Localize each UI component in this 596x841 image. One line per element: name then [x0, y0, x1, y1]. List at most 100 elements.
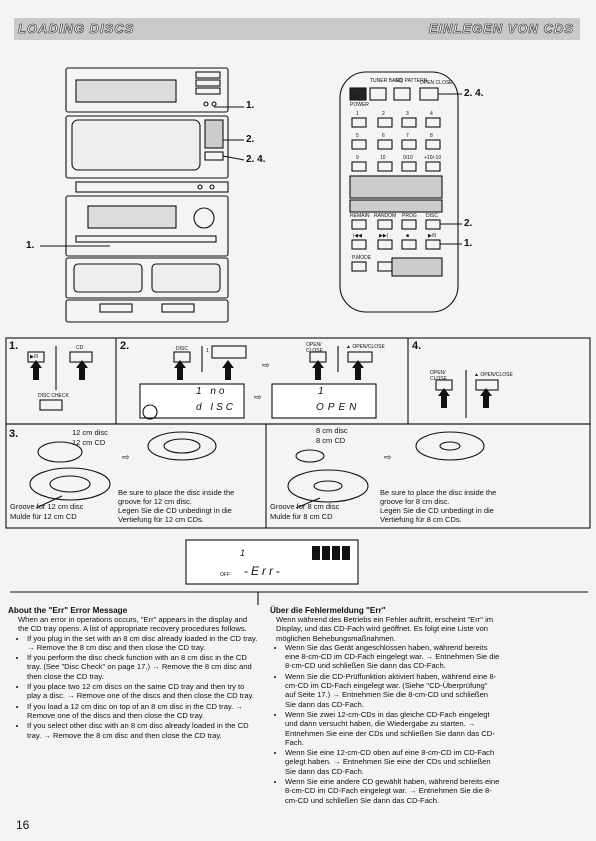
remote-label-remain: REMAIN	[350, 213, 370, 219]
step-2-lcd2-top: 1	[318, 386, 324, 397]
remote-key-7: 7	[406, 133, 409, 139]
step-2-arrow-1: ⇨	[262, 360, 270, 370]
english-section: About the "Err" Error Message When an er…	[8, 606, 258, 741]
remote-key-8: 8	[430, 133, 433, 139]
remote-key-3: 3	[406, 111, 409, 117]
step-2-lcd2-bottom: OPEN	[316, 402, 361, 413]
step-4-open-close: OPEN/ CLOSE	[430, 370, 447, 382]
step-2-arrow-2: ⇨	[254, 392, 262, 402]
step-2-number: 2.	[120, 340, 130, 352]
page-number: 16	[16, 818, 30, 832]
note-8-line-4: Vertiefung für 8 cm CDs.	[380, 515, 462, 524]
step-1-cd-label: CD	[76, 345, 84, 351]
step-2-open-close-btn: ▲ OPEN/CLOSE	[346, 344, 385, 350]
groove-12-label: Groove for 12 cm disc	[10, 502, 84, 511]
groove-12-label-de: Mulde für 12 cm CD	[10, 512, 77, 521]
step-2-lcd1-bottom: d ISC	[196, 402, 237, 413]
callout-stack-2: 2.	[246, 134, 255, 145]
note-8-line-2: groove for 8 cm disc.	[380, 497, 450, 506]
header-bar	[14, 18, 580, 40]
step-3-number: 3.	[9, 428, 19, 440]
note-8-line-1: Be sure to place the disc inside the	[380, 488, 497, 497]
remote-label-stop: ■	[406, 233, 410, 239]
note-12-line-3: Legen Sie die CD unbedingt in die	[118, 506, 232, 515]
remote-key-2: 2	[382, 111, 385, 117]
step-4-open-close-btn: ▲ OPEN/CLOSE	[474, 372, 513, 378]
remote-label-random: RANDOM	[374, 213, 397, 219]
remote-label-prog: PROG	[402, 213, 417, 219]
german-item: Wenn Sie eine 12-cm-CD oben auf eine 8-c…	[285, 748, 500, 776]
note-8-line-3: Legen Sie die CD unbedingt in die	[380, 506, 494, 515]
step-2-open-close: OPEN/ CLOSE	[306, 342, 323, 354]
german-body: Wenn während des Betriebs ein Fehler auf…	[270, 615, 500, 805]
remote-label-prev: |◀◀	[353, 233, 362, 239]
english-item: If you place two 12 cm discs on the same…	[27, 682, 258, 701]
callout-remote-1: 1.	[464, 238, 473, 249]
disc-12cm	[37, 441, 83, 463]
remote-label-next: ▶▶|	[379, 233, 388, 239]
step-3-arrow-2: ⇨	[384, 452, 392, 462]
remote-key-5: 5	[356, 133, 359, 139]
english-item: If you perform the disc check function w…	[27, 653, 258, 681]
step-2-lcd1-top: 1 no	[196, 386, 228, 397]
remote-body	[339, 71, 459, 313]
remote-key-grid	[351, 117, 441, 172]
english-title: About the "Err" Error Message	[8, 606, 128, 615]
disc-12-label: 12 cm disc	[72, 428, 108, 437]
step-3-arrow-1: ⇨	[122, 452, 130, 462]
remote-label-play: ▶/II	[428, 233, 437, 239]
step-2-disc-label: DISC	[176, 346, 188, 352]
remote-label-pmode: P.MODE	[352, 255, 372, 261]
callout-remote-2: 2.	[464, 218, 473, 229]
german-item: Wenn Sie eine andere CD gewählt haben, w…	[285, 777, 500, 805]
disc-12-cd-label: 12 cm CD	[72, 438, 106, 447]
remote-key-1: 1	[356, 111, 359, 117]
remote-label-openclose: OPEN CLOSE	[420, 80, 453, 86]
step-1-number: 1.	[9, 340, 19, 352]
remote-key-9: 9	[356, 155, 359, 161]
english-item: If you select other disc with an 8 cm di…	[27, 721, 258, 740]
german-item: Wenn Sie das Gerät angeschlossen haben, …	[285, 643, 500, 671]
title-english: LOADING DISCS	[18, 21, 135, 37]
cd-unit	[65, 115, 229, 179]
callout-remote-24: 2. 4.	[464, 88, 484, 99]
english-item: If you load a 12 cm disc on top of an 8 …	[27, 702, 258, 721]
callout-left-1: 1.	[26, 240, 35, 251]
german-section: Über die Fehlermeldung "Err" Wenn währen…	[270, 606, 500, 806]
remote-key-0-10: 0/10	[403, 155, 413, 161]
remote-label-power: POWER	[350, 102, 369, 108]
groove-8-label: Groove for 8 cm disc	[270, 502, 340, 511]
english-intro: When an error in operations occurs, "Err…	[18, 615, 248, 634]
note-12-line-1: Be sure to place the disc inside the	[118, 488, 235, 497]
step-2-disc-num: 1	[206, 348, 209, 354]
remote-key-6: 6	[382, 133, 385, 139]
cassette-unit	[65, 257, 229, 299]
german-title: Über die Fehlermeldung "Err"	[270, 606, 386, 615]
tuner-unit	[65, 67, 229, 113]
groove-8-label-de: Mulde für 8 cm CD	[270, 512, 333, 521]
err-off-label: OFF	[220, 572, 230, 578]
remote-key-4: 4	[430, 111, 433, 117]
german-item: Wenn Sie zwei 12-cm-CDs in das gleiche C…	[285, 710, 500, 747]
disc-8-label: 8 cm disc	[316, 426, 348, 435]
german-item: Wenn Sie die CD-Prüffunktion aktiviert h…	[285, 672, 500, 709]
remote-key-10: 10	[380, 155, 386, 161]
english-item: If you plug in the set with an 8 cm disc…	[27, 634, 258, 653]
step-4-number: 4.	[412, 340, 422, 352]
step-1-play-label: ▶/II	[30, 354, 39, 360]
note-12-line-4: Vertiefung für 12 cm CDs.	[118, 515, 204, 524]
remote-label-tuner: TUNER BAND	[370, 78, 403, 84]
remote-label-eq: EQ PATTERN	[396, 78, 428, 84]
english-body: When an error in operations occurs, "Err…	[8, 615, 258, 740]
title-german: EINLEGEN VON CDS	[428, 21, 574, 37]
remote-label-disc: DISC	[426, 213, 438, 219]
remote-key-plus10: +10/-10	[424, 155, 442, 161]
disc-8cm	[295, 449, 325, 463]
err-disc-num: 1	[240, 548, 246, 558]
amp-unit	[65, 195, 229, 257]
step-1-disc-check: DISC CHECK	[38, 393, 69, 399]
disc-8-cd-label: 8 cm CD	[316, 436, 346, 445]
callout-stack-1: 1.	[246, 100, 255, 111]
note-12-line-2: groove for 12 cm disc.	[118, 497, 192, 506]
